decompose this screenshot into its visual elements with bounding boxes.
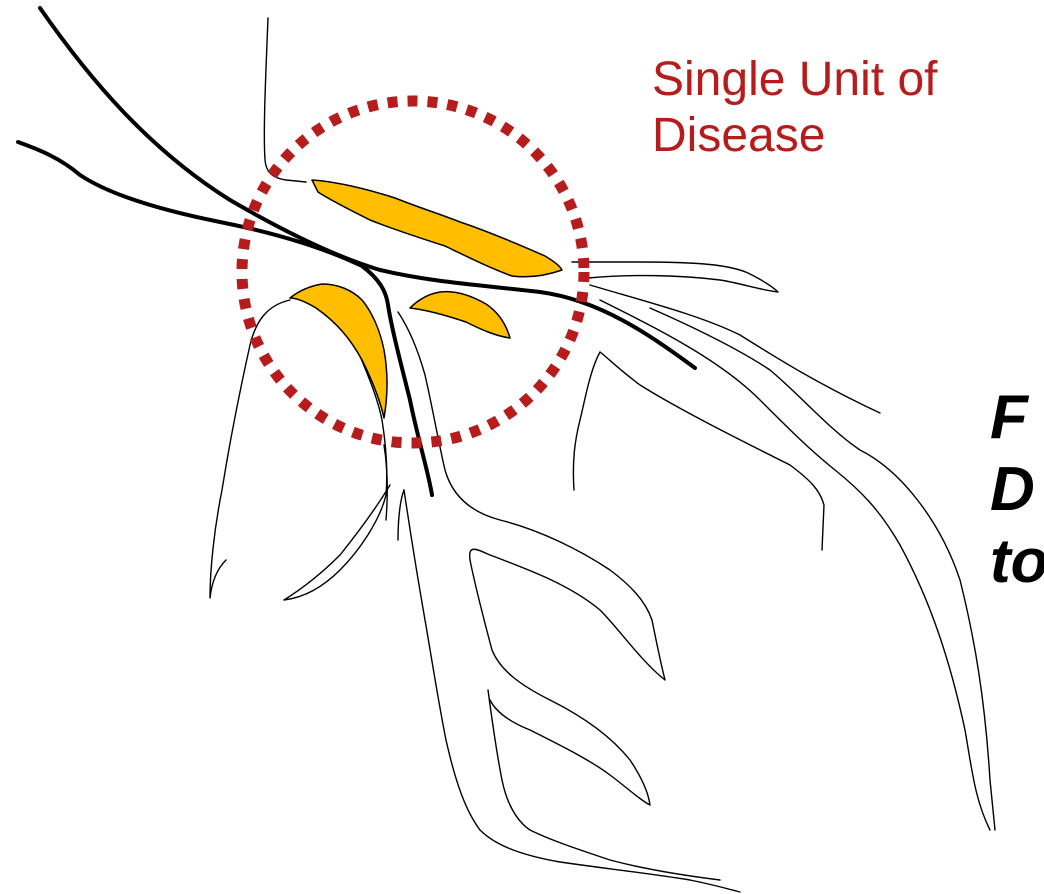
cropped-heading-line2: D — [990, 454, 1044, 526]
vessel-right-long — [590, 285, 995, 830]
vessel-loop-branch — [470, 560, 650, 805]
vessel-central-trunk-inner — [398, 490, 404, 540]
vessel-central-trunk — [398, 312, 665, 680]
vessel-right-long-outer — [600, 300, 990, 830]
cropped-heading-line3: to — [990, 526, 1044, 598]
plaque-left — [290, 284, 387, 418]
vessel-central-trunk-outer — [404, 490, 740, 892]
single-unit-label: Single Unit of Disease — [652, 52, 1044, 164]
cropped-heading: F D to — [990, 382, 1044, 598]
plaque-right — [410, 292, 510, 338]
vessel-right-short-branch — [573, 352, 824, 550]
vessel-left-descending — [210, 300, 290, 598]
vessel-upper-right-branch — [572, 262, 778, 292]
cropped-heading-line1: F — [990, 382, 1044, 454]
single-unit-label-line1: Single Unit of — [652, 52, 1044, 108]
single-unit-label-line2: Disease — [652, 108, 1044, 164]
vessel-loop-branch-lower — [488, 690, 720, 880]
